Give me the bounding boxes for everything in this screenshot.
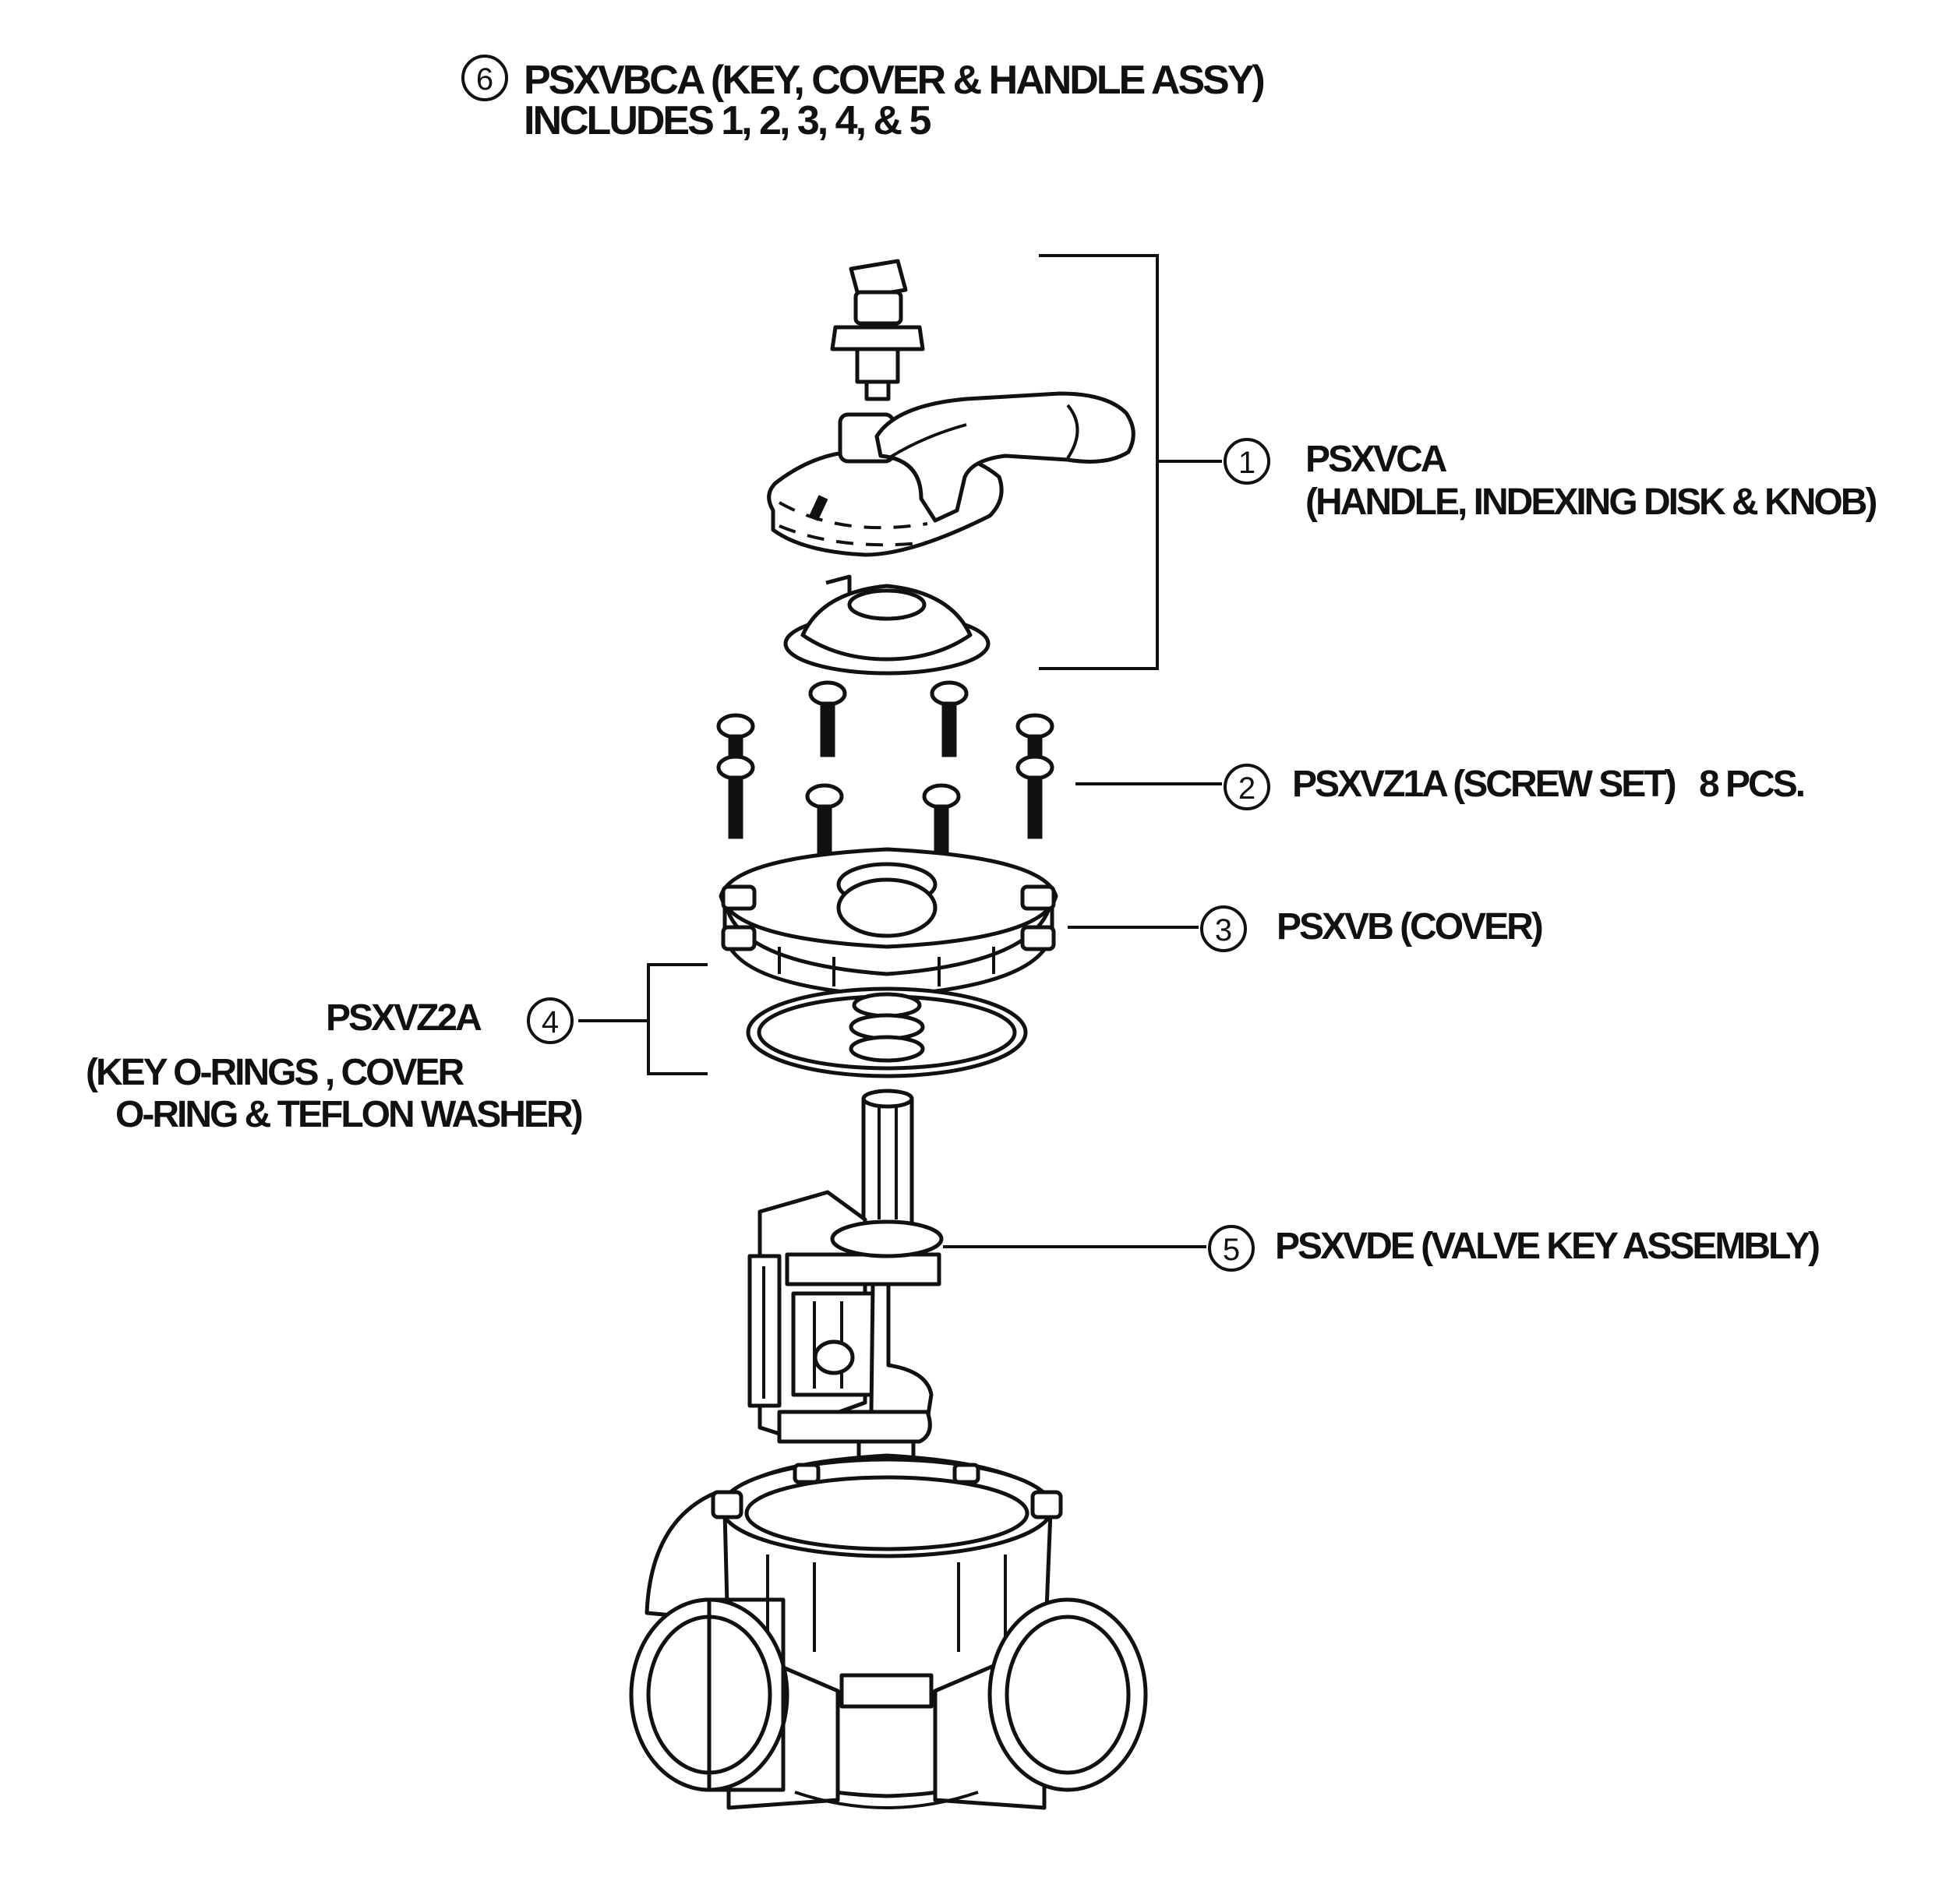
callout-6-header: 6 PSXVBCA (KEY, COVER & HANDLE ASSY) INC… [461,55,1266,143]
callout-number: 6 [476,62,493,97]
callout-1-line-1: PSXVCA [1305,439,1447,480]
handle-part [767,391,1135,557]
callout-number-circle [1224,438,1270,485]
callout-number-circle [527,997,574,1044]
callout-number-circle [461,55,508,101]
screw [930,680,969,757]
callout-3-line-1: PSXVB (COVER) [1277,906,1542,948]
header-line-2: INCLUDES 1, 2, 3, 4, & 5 [524,98,931,143]
callout-5-line-1: PSXVDE (VALVE KEY ASSEMBLY) [1275,1226,1819,1267]
callout-number-circle [1208,1225,1255,1272]
cover-part [719,847,1058,998]
header-line-1: PSXVBCA (KEY, COVER & HANDLE ASSY) [524,58,1263,103]
callout-2-qty: 8 PCS. [1699,764,1804,805]
callout-5: 5 PSXVDE (VALVE KEY ASSEMBLY) [943,1225,1821,1272]
screw-set-part [716,680,1054,868]
callout-number: 2 [1238,771,1255,806]
callout-3: 3 PSXVB (COVER) [1068,905,1545,952]
callout-number-circle [1224,764,1270,810]
callout-4: 4 PSXVZ2A (KEY O-RINGS , COVER O-RING & … [86,997,584,1135]
callout-2-line-1: PSXVZ1A (SCREW SET) [1292,764,1676,805]
screw [716,754,755,839]
callout-4-line-3: O-RING & TEFLON WASHER) [115,1094,582,1135]
indexing-disk-part [783,574,991,676]
callout-4-bracket [578,963,708,1075]
valve-body-part [629,1453,1148,1810]
callout-number: 5 [1223,1233,1240,1267]
callout-1-line-2: (HANDLE, INDEXING DISK & KNOB) [1305,482,1876,523]
callout-1-bracket [1039,254,1222,670]
screw [1015,754,1054,839]
callout-number: 3 [1215,913,1232,948]
callout-number-circle [1200,905,1247,952]
screw [808,680,847,757]
valve-key-assembly-part [747,1089,944,1466]
o-rings-part [746,986,1028,1078]
callout-4-line-2: (KEY O-RINGS , COVER [86,1052,464,1093]
callout-1: 1 PSXVCA (HANDLE, INDEXING DISK & KNOB) [1224,438,1878,523]
knob-part [830,259,925,401]
callout-2: 2 PSXVZ1A (SCREW SET) 8 PCS. [1075,764,1806,810]
callout-number: 4 [542,1005,559,1039]
screw [805,783,844,868]
callout-number: 1 [1238,446,1255,480]
callout-4-line-1: PSXVZ2A [326,997,482,1039]
